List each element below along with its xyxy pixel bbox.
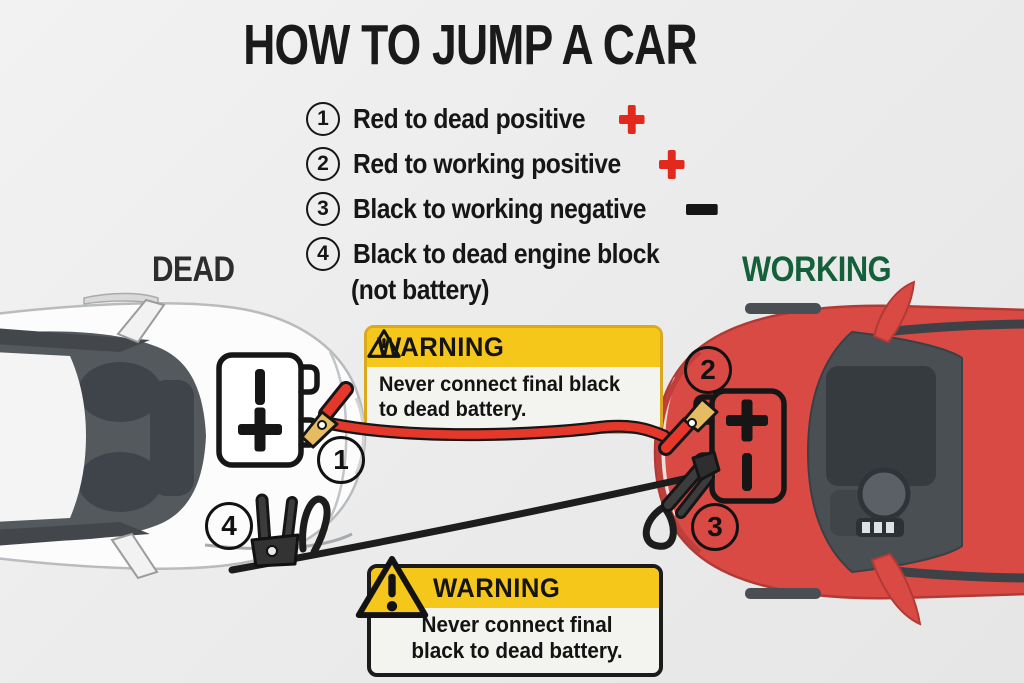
- step-4-number: 4: [306, 237, 340, 271]
- step-3-number: 3: [306, 192, 340, 226]
- warning-box-bottom-body: Never connect final black to dead batter…: [371, 608, 659, 673]
- warning-box-top: WARNING Never connect final black to dea…: [364, 325, 663, 434]
- step-2: 2 Red to working positive: [306, 147, 722, 181]
- warning-top-title: WARNING: [377, 332, 505, 362]
- step-1-text: Red to dead positive: [353, 103, 586, 134]
- steps-list: 1 Red to dead positive 2 Red to working …: [306, 102, 722, 306]
- working-battery: [693, 388, 787, 504]
- step-3: 3 Black to working negative: [306, 192, 722, 226]
- dead-car-seats: [78, 362, 194, 512]
- warning-bottom-line2: black to dead battery.: [411, 638, 623, 664]
- working-battery-outline: [709, 388, 787, 504]
- warning-triangle-icon: [367, 329, 401, 358]
- working-battery-positive-icon: [726, 399, 768, 442]
- dead-car-side-window-bottom: [0, 522, 150, 546]
- working-car-mirror-top: [872, 280, 916, 344]
- warning-top-line2: to dead battery.: [379, 396, 527, 421]
- dead-battery-terminal-top: [298, 364, 320, 395]
- working-car-front-tab-bottom: [745, 588, 821, 599]
- red-plus-icon: [659, 149, 685, 179]
- dead-car-label: DEAD: [152, 250, 235, 289]
- dead-battery-positive-icon: [238, 407, 282, 452]
- working-car-interior: [826, 366, 936, 537]
- warning-top-line1: Never connect final black: [379, 372, 621, 396]
- step-2-number: 2: [306, 147, 340, 181]
- step-4-text: Black to dead engine block: [353, 238, 660, 269]
- dead-car-side-window-top: [0, 328, 150, 352]
- step-4: 4 Black to dead engine block: [306, 237, 722, 271]
- working-car-mirror-bottom: [870, 552, 922, 626]
- working-car: [653, 280, 1024, 626]
- working-battery-negative-icon: [742, 453, 752, 491]
- red-plus-icon: [618, 104, 645, 134]
- warning-box-top-header: WARNING: [367, 328, 660, 367]
- warning-bottom-line1: Never connect final: [421, 612, 613, 637]
- diagram-marker-2: 2: [684, 346, 732, 394]
- black-minus-icon: [685, 203, 718, 215]
- diagram-marker-1: 1: [317, 436, 365, 484]
- warning-box-bottom-header: WARNING: [371, 568, 659, 608]
- warning-box-bottom: WARNING Never connect final black to dea…: [355, 555, 663, 678]
- step-3-text: Black to working negative: [353, 193, 646, 224]
- page-title: HOW TO JUMP A CAR: [243, 13, 697, 77]
- dead-car: [0, 292, 367, 580]
- diagram-marker-3: 3: [691, 503, 739, 551]
- working-car-front-tab-top: [745, 303, 821, 314]
- warning-box-top-body: Never connect final black to dead batter…: [367, 367, 660, 431]
- step-4-subtext: (not battery): [351, 274, 490, 305]
- working-car-label: WORKING: [742, 250, 892, 289]
- dead-car-mirror-top: [116, 298, 166, 344]
- step-1: 1 Red to dead positive: [306, 102, 722, 136]
- dead-battery: [216, 352, 320, 468]
- dead-car-roof: [0, 352, 86, 522]
- dead-car-mirror-bottom: [110, 532, 159, 580]
- working-car-roofline-top: [880, 319, 1024, 337]
- diagram-marker-4: 4: [205, 502, 253, 550]
- warning-triangle-icon: [355, 555, 429, 619]
- dead-battery-negative-icon: [255, 369, 265, 405]
- working-car-roofline-bottom: [880, 565, 1024, 583]
- step-1-number: 1: [306, 102, 340, 136]
- warning-bottom-title: WARNING: [433, 572, 561, 603]
- step-2-text: Red to working positive: [353, 148, 621, 179]
